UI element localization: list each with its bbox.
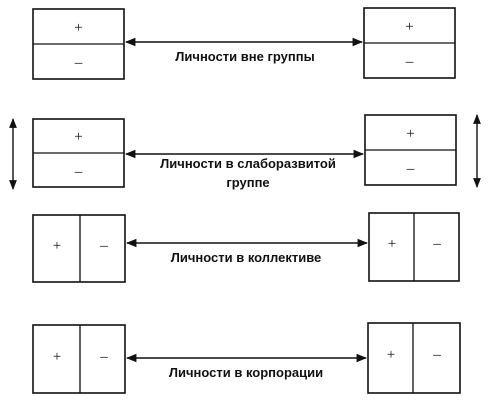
minus-sign: –	[405, 54, 414, 70]
right-box: + –	[364, 114, 457, 186]
row-underdeveloped-group: + – Личности в слаборазвитой группе + –	[9, 114, 481, 190]
plus-sign: +	[388, 236, 396, 252]
row-outside-group: + – Личности вне группы + –	[32, 7, 456, 80]
row-corporation: + – Личности в корпорации + –	[32, 322, 461, 394]
label-line-1: Личности в слаборазвитой	[160, 156, 336, 171]
minus-sign: –	[406, 161, 415, 177]
row-collective: + – Личности в коллективе + –	[32, 212, 460, 283]
plus-sign: +	[405, 19, 413, 35]
label-line-1: Личности в корпорации	[169, 365, 323, 380]
left-box: + –	[32, 8, 125, 80]
minus-sign: –	[432, 347, 441, 363]
plus-sign: +	[406, 126, 414, 142]
plus-sign: +	[387, 347, 395, 363]
right-box: + –	[368, 212, 460, 282]
left-box: + –	[32, 324, 126, 394]
minus-sign: –	[74, 164, 83, 180]
plus-sign: +	[53, 349, 61, 365]
plus-sign: +	[53, 238, 61, 254]
left-box: + –	[32, 118, 125, 188]
right-box: + –	[367, 322, 461, 394]
minus-sign: –	[432, 236, 441, 252]
plus-sign: +	[74, 20, 82, 36]
left-box: + –	[32, 214, 126, 283]
label-line-2: группе	[226, 175, 269, 190]
label-line-1: Личности в коллективе	[171, 250, 322, 265]
right-box: + –	[363, 7, 456, 79]
plus-sign: +	[74, 129, 82, 145]
minus-sign: –	[99, 238, 108, 254]
minus-sign: –	[74, 55, 83, 71]
minus-sign: –	[99, 349, 108, 365]
label-line-1: Личности вне группы	[175, 49, 314, 64]
